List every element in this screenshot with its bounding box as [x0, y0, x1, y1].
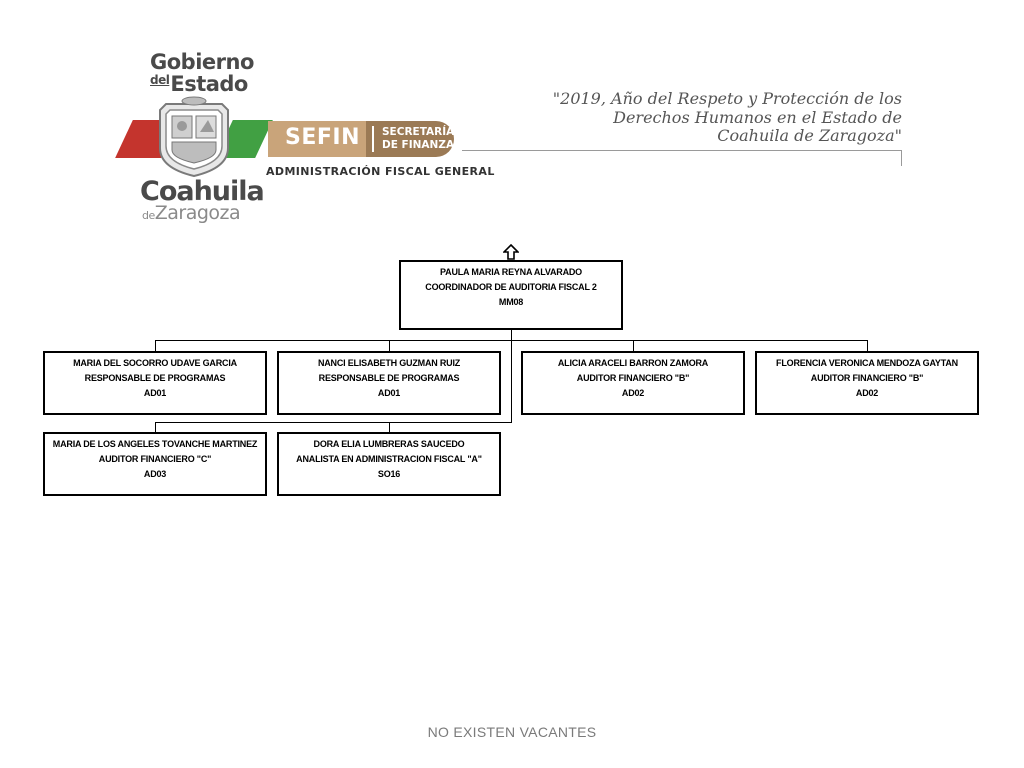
connector-line [389, 340, 390, 352]
connector-line [633, 340, 634, 352]
connector-line [155, 422, 156, 433]
org-node: FLORENCIA VERONICA MENDOZA GAYTAN AUDITO… [755, 351, 979, 415]
gobierno-del-estado-wordmark: Gobierno delEstado [150, 50, 254, 96]
org-node: ALICIA ARACELI BARRON ZAMORA AUDITOR FIN… [521, 351, 745, 415]
sefin-divider [372, 126, 374, 152]
connector-line [867, 340, 868, 352]
org-node-head: PAULA MARIA REYNA ALVARADO COORDINADOR D… [399, 260, 623, 330]
vacancies-note: NO EXISTEN VACANTES [427, 724, 597, 740]
org-node: MARIA DEL SOCORRO UDAVE GARCIA RESPONSAB… [43, 351, 267, 415]
sefin-wordmark: SEFIN [285, 125, 360, 150]
connector-line [511, 330, 512, 423]
org-node: MARIA DE LOS ANGELES TOVANCHE MARTINEZ A… [43, 432, 267, 496]
sefin-banner-left [268, 121, 366, 157]
coahuila-wordmark: Coahuila [140, 176, 265, 207]
up-arrow-icon [503, 244, 519, 260]
slogan: "2019, Año del Respeto y Protección de l… [552, 89, 902, 145]
org-node: NANCI ELISABETH GUZMAN RUIZ RESPONSABLE … [277, 351, 501, 415]
connector-line [155, 340, 156, 352]
connector-line [389, 422, 390, 433]
coat-of-arms-icon [159, 96, 229, 178]
zaragoza-wordmark: deZaragoza [142, 202, 241, 224]
connector-line [155, 340, 868, 341]
slogan-rule-tick [901, 150, 902, 166]
org-node: DORA ELIA LUMBRERAS SAUCEDO ANALISTA EN … [277, 432, 501, 496]
connector-line [155, 422, 512, 423]
administracion-fiscal-label: ADMINISTRACIÓN FISCAL GENERAL [266, 165, 495, 178]
secretaria-de-finanzas-label: SECRETARÍA DE FINANZAS [382, 126, 462, 151]
slogan-rule [462, 150, 902, 151]
